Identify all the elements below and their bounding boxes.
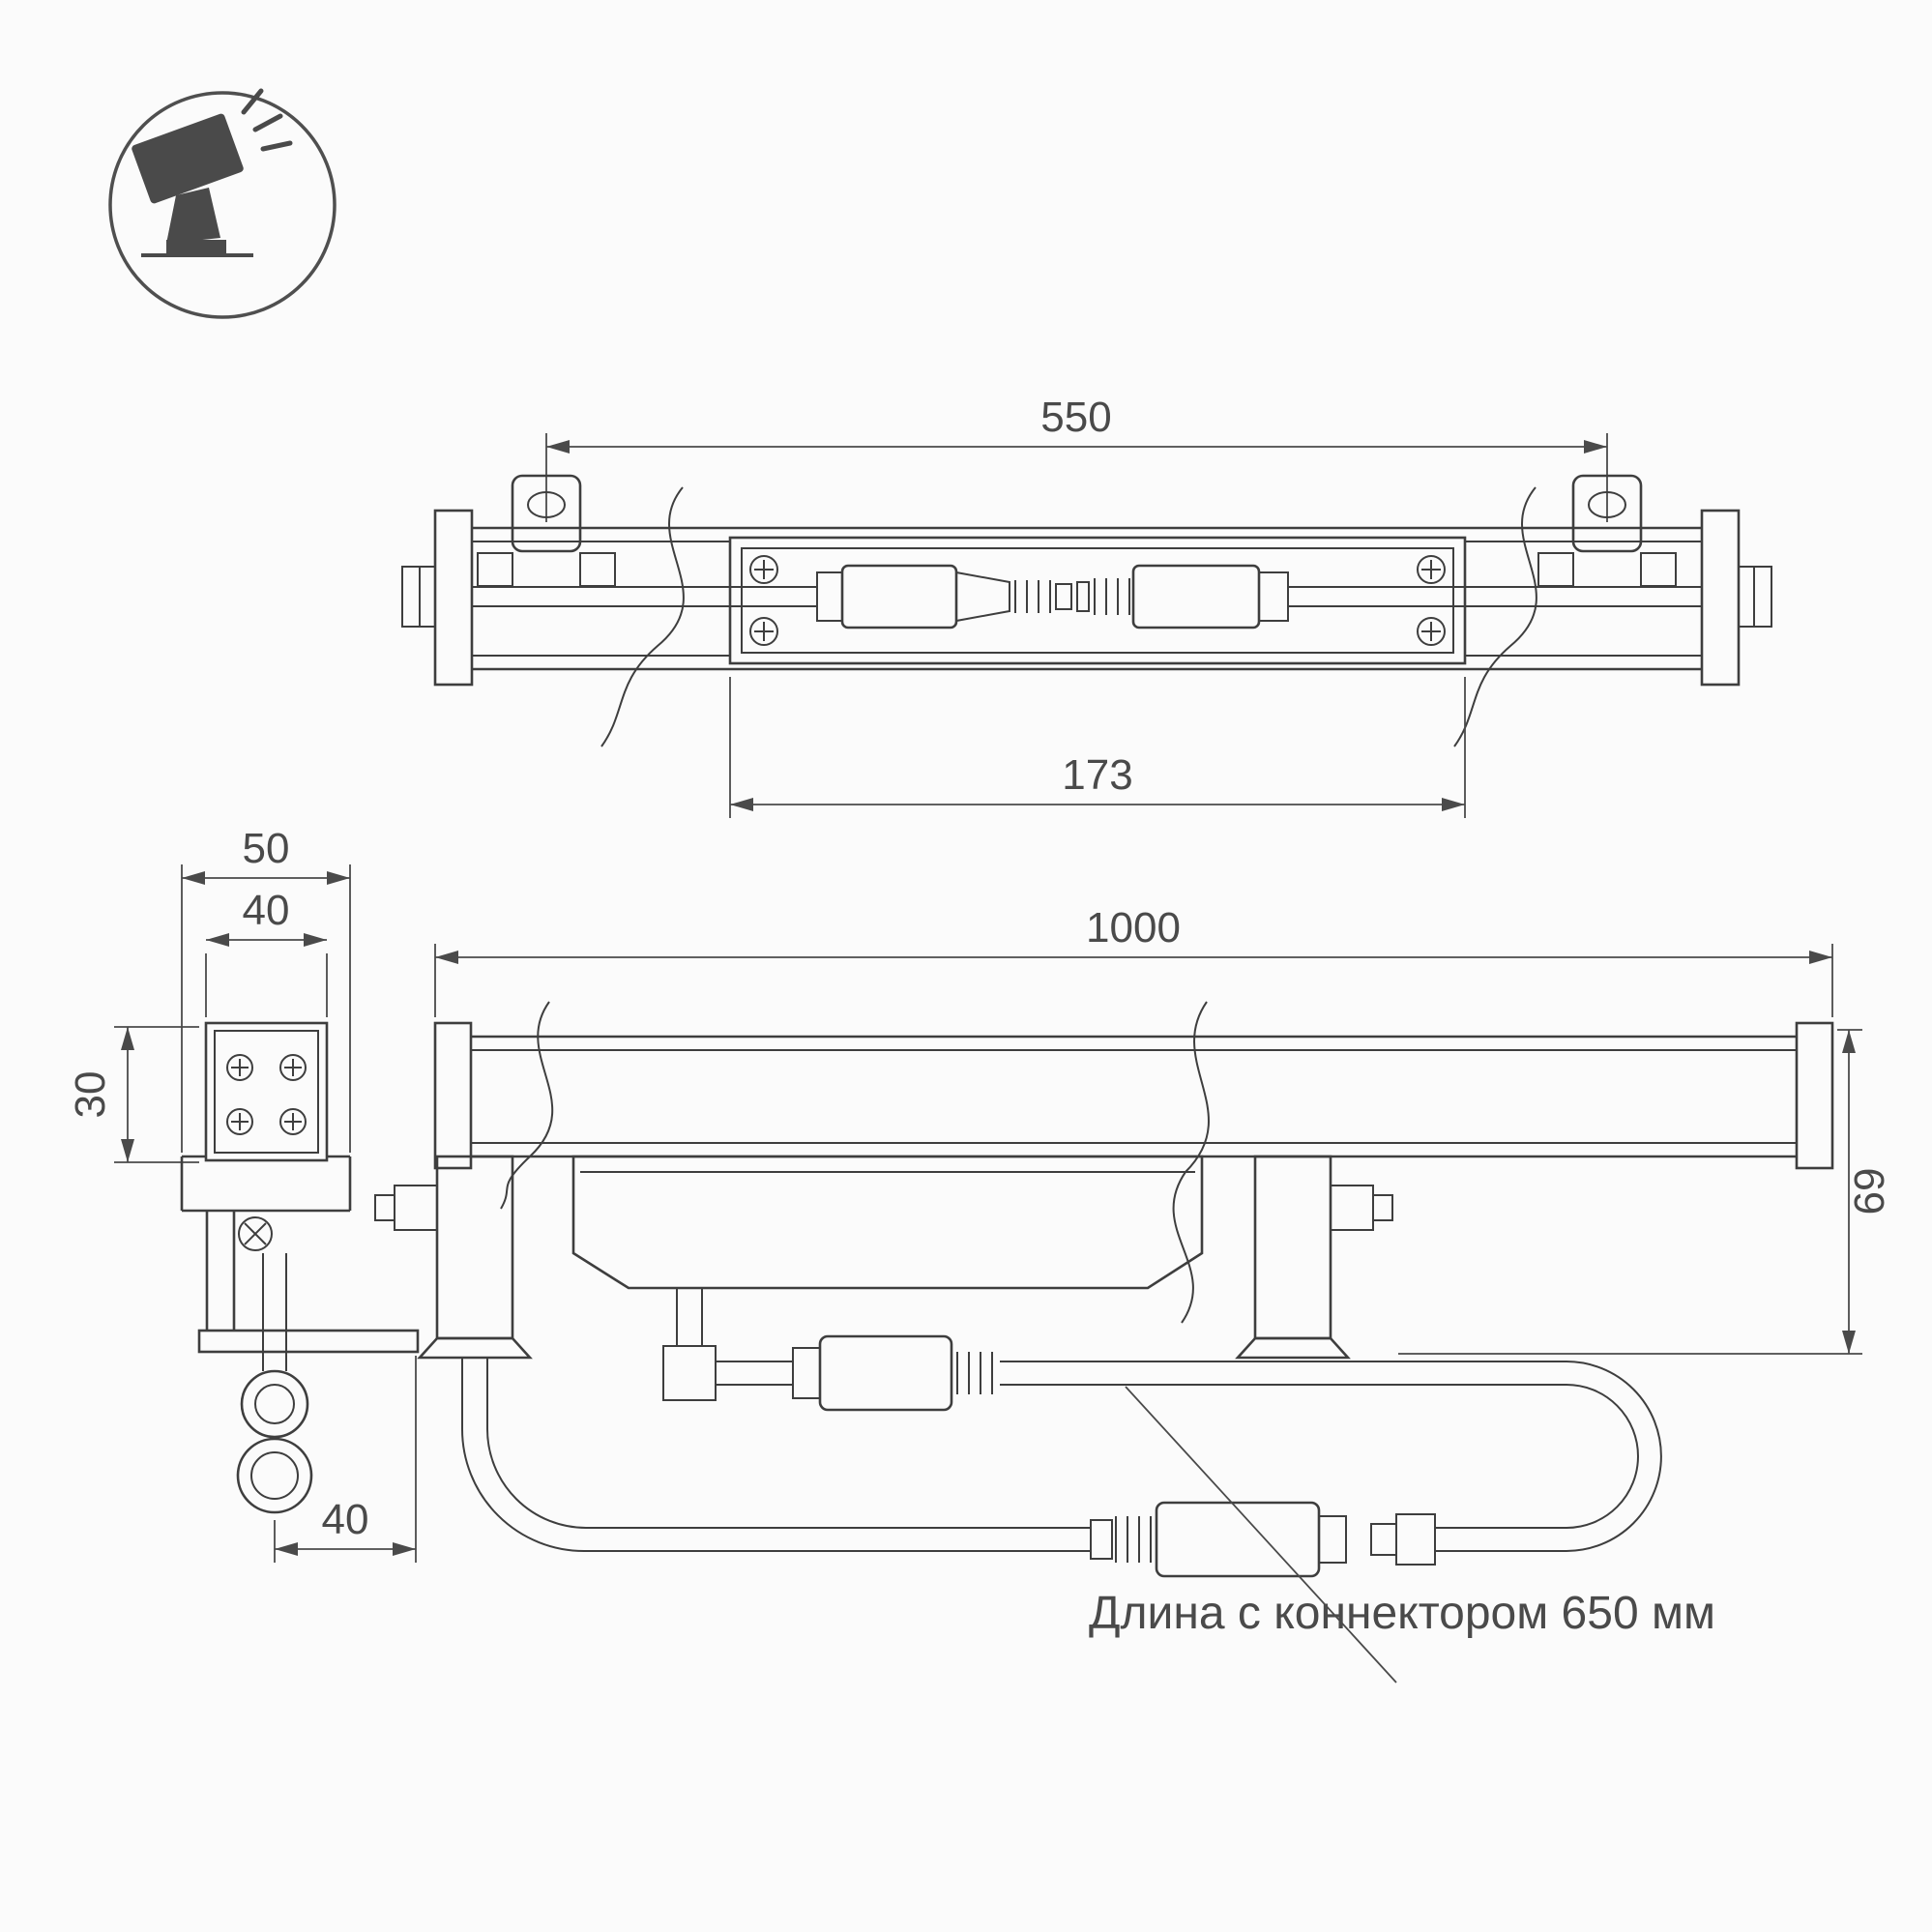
dim-label-173: 173	[1062, 751, 1132, 799]
dim-label-40-bottom: 40	[322, 1496, 369, 1543]
pivot-knob	[238, 1216, 273, 1251]
side-view-cable	[236, 1253, 313, 1514]
dimension-1000: 1000	[434, 904, 1833, 1017]
dimension-40-bottom: 40	[274, 1356, 417, 1563]
front-bracket-right	[1235, 1155, 1393, 1360]
break-line	[500, 1001, 554, 1210]
dim-label-69: 69	[1846, 1168, 1893, 1215]
dimension-69: 69	[1398, 1029, 1893, 1355]
product-icon	[108, 88, 337, 319]
cable-connector-male	[472, 564, 1072, 629]
dimension-550: 550	[545, 394, 1608, 522]
panel-screw	[279, 1108, 307, 1135]
mating-plug-tip	[1370, 1523, 1397, 1556]
dim-label-50: 50	[243, 825, 290, 872]
front-view-bar	[433, 1021, 1834, 1170]
front-view: 1000	[374, 904, 1893, 1578]
panel-screw	[226, 1054, 253, 1081]
panel-screw	[749, 555, 778, 584]
side-view-body	[204, 1021, 329, 1162]
dimension-30: 30	[67, 1026, 199, 1163]
front-bracket-left	[374, 1155, 533, 1360]
dim-label-30: 30	[67, 1071, 114, 1119]
side-view-clamp	[180, 1155, 420, 1354]
driver-box	[571, 1155, 1204, 1290]
panel-screw	[1417, 617, 1446, 646]
light-rays-icon	[241, 88, 293, 152]
cable-length-note: Длина с коннектором 650 мм	[1089, 1588, 1715, 1639]
dim-label-40-top: 40	[243, 887, 290, 934]
break-line	[600, 486, 685, 747]
dimension-40-top: 40	[205, 887, 328, 1017]
top-view: 550	[401, 394, 1772, 818]
dimension-173: 173	[729, 677, 1466, 818]
end-connector	[1090, 1501, 1347, 1578]
panel-screw	[749, 617, 778, 646]
inline-connector	[662, 1288, 993, 1412]
annotation: Длина с коннектором 650 мм	[1089, 1386, 1715, 1683]
bracket-slot-hole	[527, 491, 566, 518]
mounting-bracket-left	[477, 474, 616, 587]
panel-screw	[1417, 555, 1446, 584]
dim-label-550: 550	[1040, 394, 1111, 441]
panel-screw	[279, 1054, 307, 1081]
power-cable-left	[461, 1358, 1091, 1552]
cable-connector-female	[1076, 564, 1702, 629]
icon-circle	[108, 91, 337, 319]
break-line	[1453, 486, 1537, 747]
mating-plug	[1395, 1513, 1436, 1566]
access-panel	[728, 536, 1467, 665]
dimension-50: 50	[181, 825, 351, 1153]
top-view-bar	[401, 509, 1772, 687]
mounting-bracket-right	[1537, 474, 1677, 587]
power-cable-right	[1000, 1361, 1662, 1566]
side-view: 50 40 30	[67, 825, 420, 1563]
leader-line	[1125, 1386, 1397, 1683]
bracket-slot-hole	[1588, 491, 1626, 518]
dim-label-1000: 1000	[1086, 904, 1181, 951]
panel-screw	[226, 1108, 253, 1135]
floodlight-icon	[132, 113, 253, 257]
